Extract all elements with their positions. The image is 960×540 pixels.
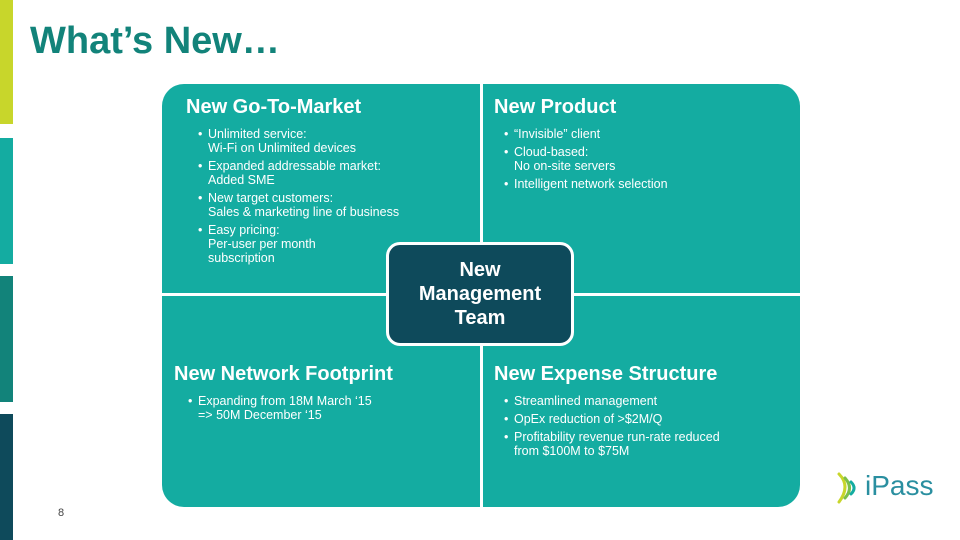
sidebar-segment-lime [0,0,13,124]
center-line: Management [418,283,542,305]
bullet-line: New target customers: [208,191,334,205]
ipass-logo: iPass [835,468,935,508]
bullet-line: Cloud-based: [514,145,589,159]
center-line: New [459,259,501,281]
bullet-line: Unlimited service: [208,127,307,141]
logo-text: iPass [865,470,934,501]
quadrant-heading: New Go-To-Market [186,96,362,118]
bullet-list: “Invisible” clientCloud-based:No on-site… [504,127,668,191]
bullet-item: New target customers:Sales & marketing l… [198,191,399,219]
quadrant-network-footprint: New Network Footprint Expanding from 18M… [174,363,393,426]
bullet-line: Intelligent network selection [514,177,668,191]
signal-waves-icon [837,472,856,504]
bullet-item: Streamlined management [504,394,720,408]
bullet-line: Streamlined management [514,394,658,408]
bullet-line: subscription [208,251,275,265]
bullet-line: Per-user per month [208,237,316,251]
bullet-line: No on-site servers [514,159,616,173]
quadrant-product: New Product “Invisible” clientCloud-base… [494,96,668,195]
bullet-item: OpEx reduction of >$2M/Q [504,412,720,426]
quadrant-heading: New Product [494,96,617,118]
bullet-line: OpEx reduction of >$2M/Q [514,412,663,426]
quadrant-expense-structure: New Expense Structure Streamlined manage… [494,363,720,462]
bullet-list: Streamlined managementOpEx reduction of … [504,394,720,458]
sidebar-segment-teal [0,138,13,264]
bullet-line: Expanding from 18M March ‘15 [198,394,372,408]
bullet-line: Wi-Fi on Unlimited devices [208,141,356,155]
bullet-item: Cloud-based:No on-site servers [504,145,668,173]
bullet-line: Expanded addressable market: [208,159,382,173]
slide-title: What’s New… [30,20,280,62]
bullet-line: Added SME [208,173,275,187]
page-number: 8 [58,507,65,519]
center-management-team-box: New Management Team [386,242,574,346]
bullet-item: Expanded addressable market:Added SME [198,159,399,187]
quadrant-heading: New Network Footprint [174,363,393,385]
bullet-item: Profitability revenue run-rate reducedfr… [504,430,720,458]
quadrant-heading: New Expense Structure [494,363,718,385]
quadrant-grid: New Go-To-Market Unlimited service:Wi-Fi… [162,84,800,507]
bullet-line: from $100M to $75M [514,444,630,458]
bullet-item: Intelligent network selection [504,177,668,191]
sidebar-segment-darkteal [0,276,13,402]
bullet-list: Unlimited service:Wi-Fi on Unlimited dev… [174,127,399,265]
bullet-item: “Invisible” client [504,127,668,141]
bullet-item: Expanding from 18M March ‘15=> 50M Decem… [188,394,393,422]
bullet-line: Profitability revenue run-rate reduced [514,430,720,444]
bullet-item: Unlimited service:Wi-Fi on Unlimited dev… [198,127,399,155]
bullet-item: Easy pricing:Per-user per monthsubscript… [198,223,399,265]
quadrant-go-to-market: New Go-To-Market Unlimited service:Wi-Fi… [186,96,399,269]
sidebar-accent-bar [0,0,13,540]
bullet-line: Easy pricing: [208,223,280,237]
bullet-line: “Invisible” client [514,127,601,141]
center-line: Team [454,307,506,329]
bullet-line: Sales & marketing line of business [208,205,400,219]
sidebar-segment-navy [0,414,13,540]
bullet-list: Expanding from 18M March ‘15=> 50M Decem… [174,394,393,422]
bullet-line: => 50M December ‘15 [198,408,322,422]
